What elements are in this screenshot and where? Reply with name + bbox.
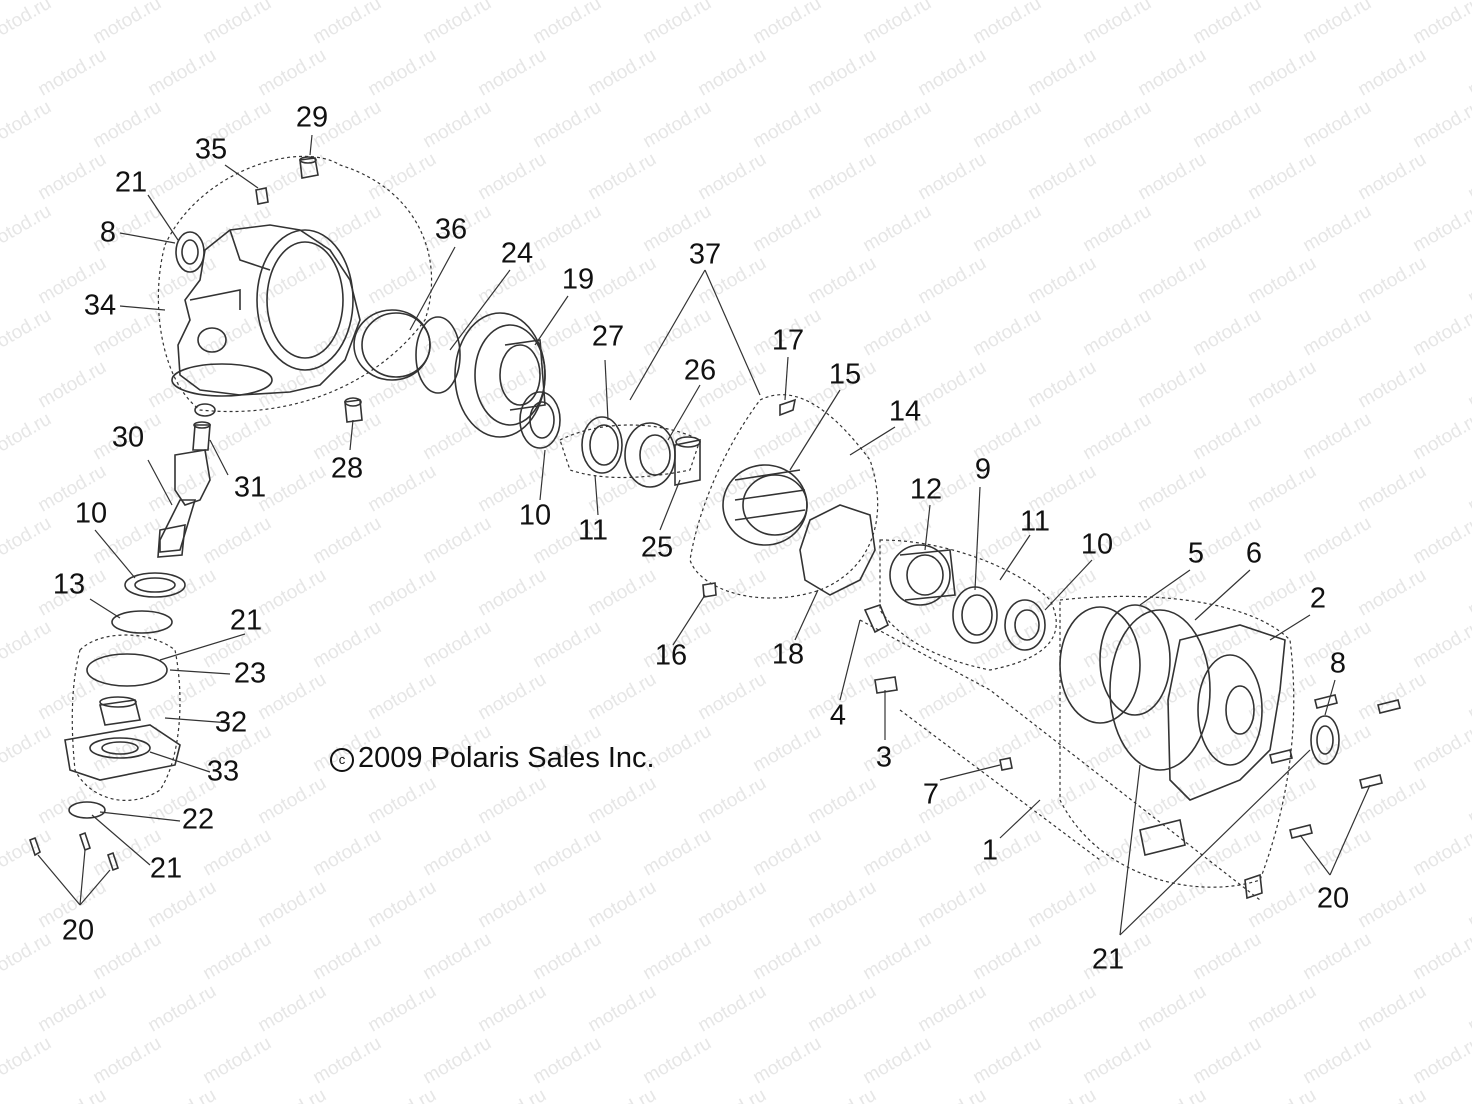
part-plug-right — [1244, 873, 1263, 900]
callout-11: 11 — [577, 514, 609, 547]
callout-14: 14 — [888, 395, 922, 428]
part-17 — [779, 398, 797, 417]
leader-lines — [37, 134, 1371, 936]
part-12 — [889, 544, 956, 606]
part-2-cover — [1167, 624, 1286, 801]
callout-10: 10 — [74, 497, 108, 530]
copyright-icon: c — [330, 748, 354, 772]
part-bracket — [1139, 819, 1186, 856]
callout-31: 31 — [233, 471, 267, 504]
part-35 — [255, 187, 269, 205]
part-18-plate — [799, 504, 876, 596]
part-19-gear — [454, 312, 546, 438]
callout-18: 18 — [771, 638, 805, 671]
callout-36: 36 — [434, 213, 468, 246]
part-5 — [1059, 604, 1171, 724]
part-28 — [344, 397, 363, 423]
callout-1: 1 — [981, 834, 999, 867]
part-10-bearing-a — [124, 572, 186, 598]
callout-17: 17 — [771, 324, 805, 357]
callout-9: 9 — [974, 453, 992, 486]
callout-20: 20 — [61, 914, 95, 947]
part-4 — [863, 604, 890, 634]
callout-35: 35 — [194, 133, 228, 166]
callout-15: 15 — [828, 358, 862, 391]
callout-6: 6 — [1245, 537, 1263, 570]
callout-11: 11 — [1019, 505, 1051, 538]
part-13 — [111, 610, 173, 634]
part-16 — [702, 582, 717, 598]
callout-27: 27 — [591, 320, 625, 353]
part-15-cage — [722, 464, 808, 546]
part-21-oring-a — [86, 653, 168, 687]
callout-4: 4 — [829, 699, 847, 732]
callout-3: 3 — [875, 741, 893, 774]
group-outlines — [71, 155, 1295, 901]
callout-34: 34 — [83, 289, 117, 322]
part-8-seal-right — [1310, 715, 1340, 765]
part-7 — [999, 757, 1013, 771]
part-11-ring-b — [952, 586, 998, 644]
part-26 — [624, 422, 676, 488]
callout-24: 24 — [500, 237, 534, 270]
callout-5: 5 — [1187, 537, 1205, 570]
copyright-text: 2009 Polaris Sales Inc. — [358, 742, 655, 774]
callout-10: 10 — [1080, 528, 1114, 561]
part-31 — [192, 421, 211, 451]
callout-8: 8 — [99, 216, 117, 249]
callout-25: 25 — [640, 531, 674, 564]
callout-28: 28 — [330, 452, 364, 485]
part-30-pinion — [157, 449, 211, 558]
callout-13: 13 — [52, 568, 86, 601]
callout-10: 10 — [518, 499, 552, 532]
part-20-bolts-right — [1269, 694, 1401, 839]
callout-33: 33 — [206, 755, 240, 788]
callout-22: 22 — [181, 803, 215, 836]
part-36 — [353, 309, 431, 381]
callout-7: 7 — [922, 778, 940, 811]
callout-20: 20 — [1316, 882, 1350, 915]
callout-21: 21 — [1091, 943, 1125, 976]
callout-21: 21 — [229, 604, 263, 637]
part-3 — [874, 676, 898, 694]
callout-12: 12 — [909, 473, 943, 506]
part-10-bearing-b — [519, 391, 561, 449]
part-20-bolts-left — [29, 831, 119, 872]
callout-16: 16 — [654, 639, 688, 672]
part-22 — [68, 801, 106, 819]
callout-21: 21 — [114, 166, 148, 199]
part-25 — [674, 436, 701, 486]
part-33-cover — [64, 724, 181, 781]
callout-2: 2 — [1309, 582, 1327, 615]
part-6 — [1109, 609, 1211, 771]
callout-19: 19 — [561, 263, 595, 296]
callout-37: 37 — [688, 238, 722, 271]
part-29 — [299, 156, 319, 179]
callout-23: 23 — [233, 657, 267, 690]
part-8-seal — [175, 231, 205, 273]
callout-26: 26 — [683, 354, 717, 387]
callout-32: 32 — [214, 706, 248, 739]
part-11-ring-a — [581, 416, 623, 474]
callout-8: 8 — [1329, 647, 1347, 680]
part-23 — [99, 696, 141, 726]
callout-21: 21 — [149, 852, 183, 885]
part-34-housing — [171, 224, 361, 417]
callout-29: 29 — [295, 101, 329, 134]
callout-30: 30 — [111, 421, 145, 454]
part-10-bearing-c — [1004, 599, 1046, 651]
part-24 — [415, 316, 461, 394]
